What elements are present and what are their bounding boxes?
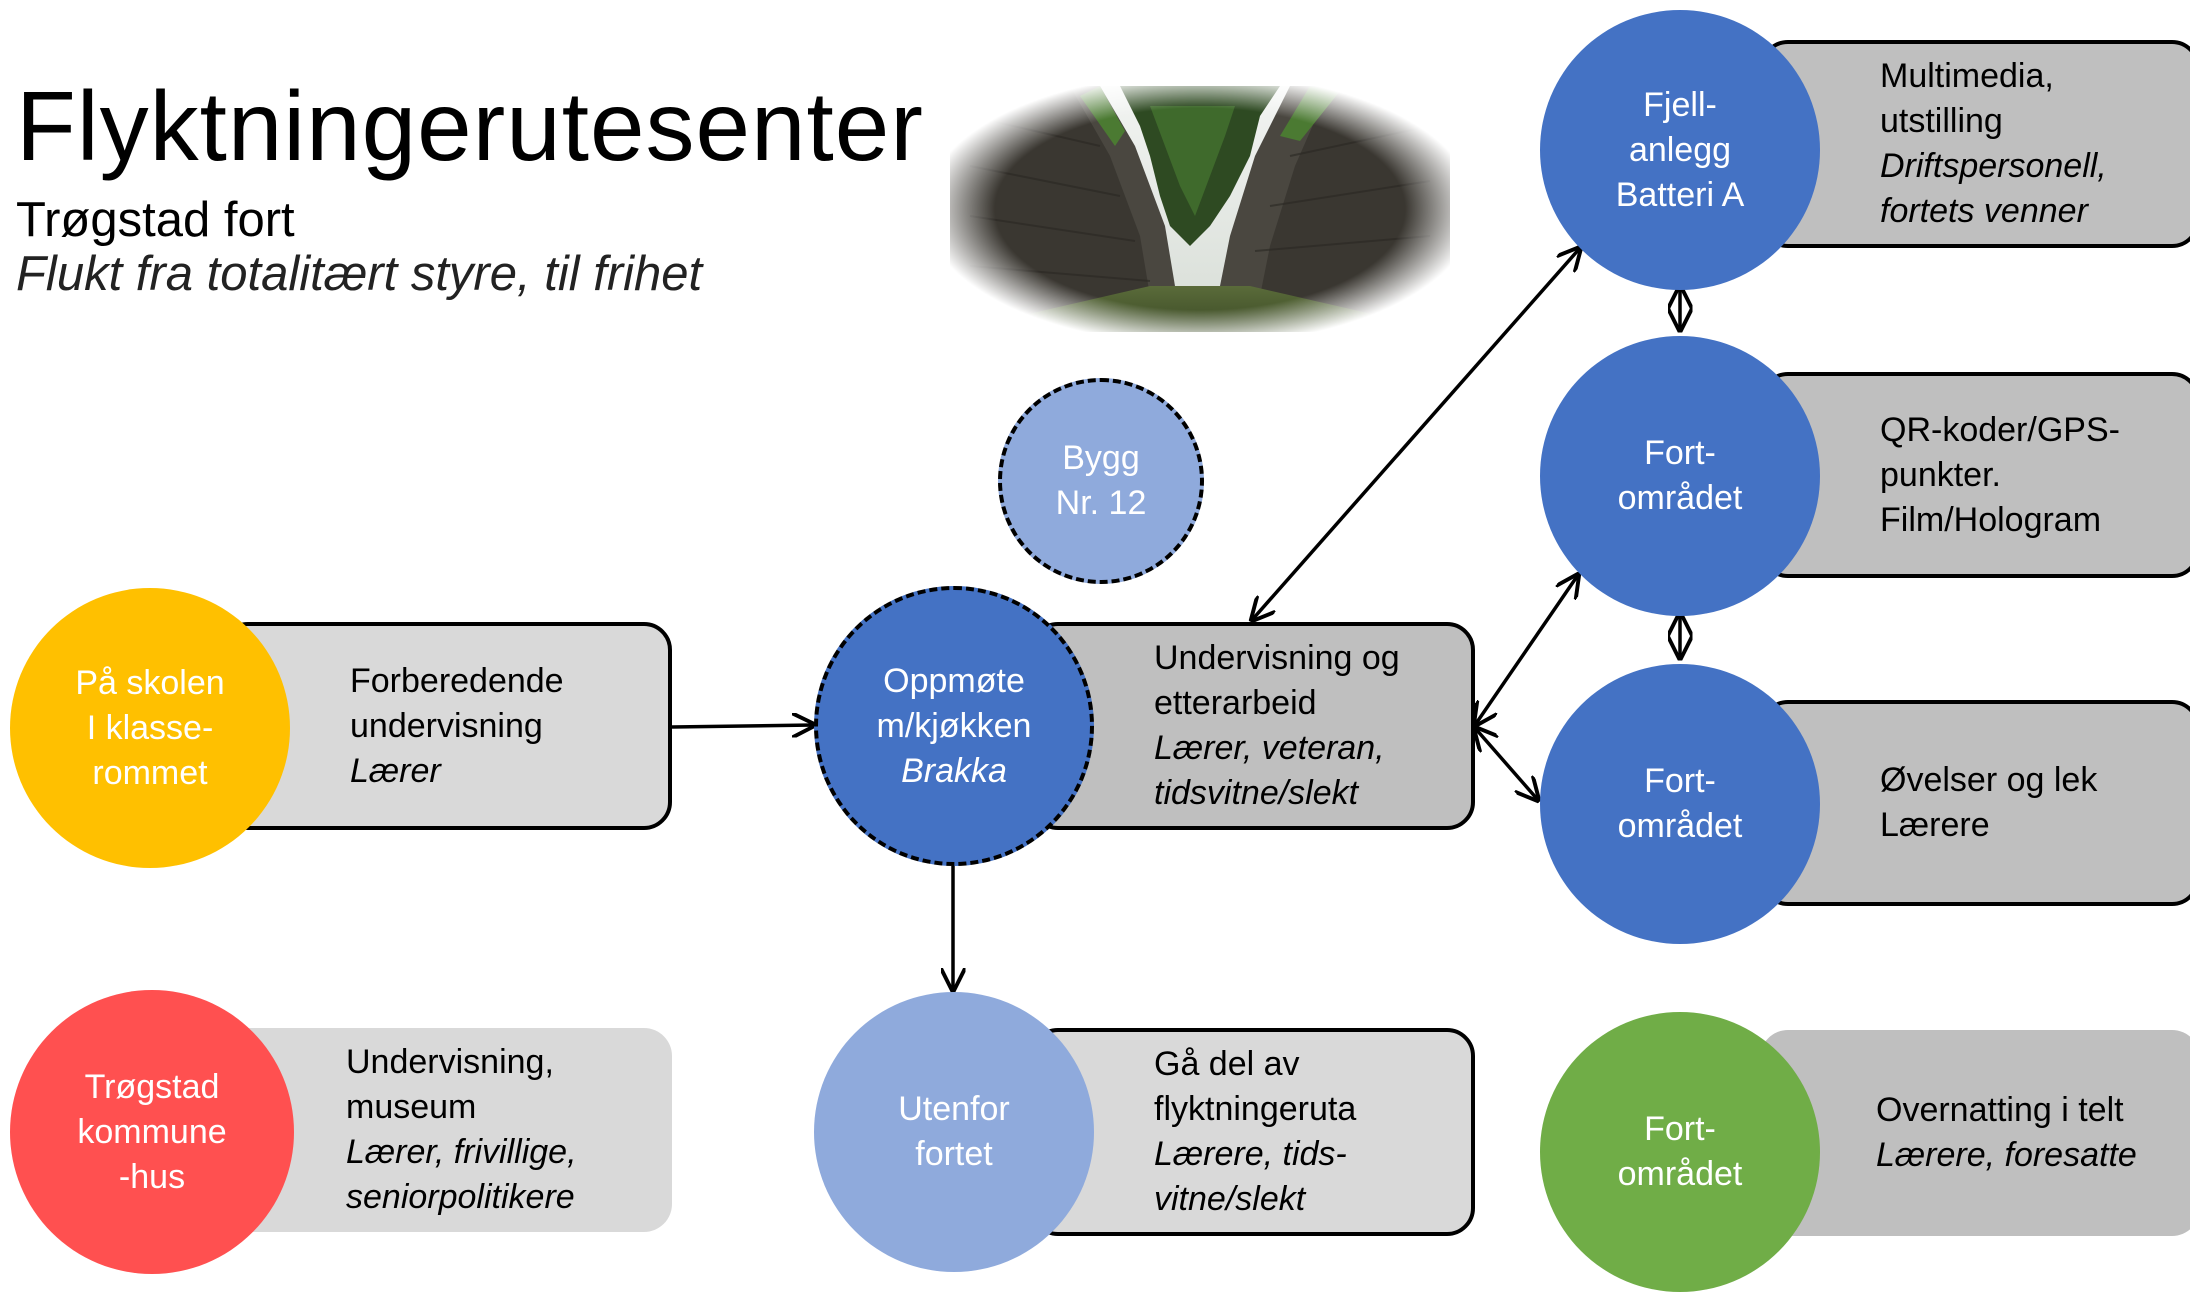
circle-text: Bygg xyxy=(1062,439,1140,477)
box-text: undervisning xyxy=(350,706,543,745)
circle-text: Batteri A xyxy=(1615,175,1745,214)
box-multimedia: Multimedia, utstilling Driftspersonell, … xyxy=(1760,40,2190,248)
box-kommunehus: Undervisning, museum Lærer, frivillige, … xyxy=(220,1028,672,1232)
circle-text: anlegg xyxy=(1628,130,1732,169)
circle-text: kommune xyxy=(77,1112,227,1151)
box-text: etterarbeid xyxy=(1154,684,1317,722)
arrow-oppmote-fort1 xyxy=(1475,575,1578,725)
circle-text: området xyxy=(1617,1155,1743,1193)
circle-text: området xyxy=(1617,807,1743,845)
box-text: Overnatting i telt xyxy=(1876,1091,2124,1129)
box-ovelser-og-lek: Øvelser og lek Lærere xyxy=(1760,700,2190,906)
box-text: Undervisning og xyxy=(1154,639,1400,677)
box-text: museum xyxy=(346,1088,477,1126)
circle-text: Nr. 12 xyxy=(1055,484,1147,522)
circle-text-italic: Brakka xyxy=(901,751,1007,790)
circle-fjellanlegg: Fjell- anlegg Batteri A xyxy=(1540,10,1820,290)
circle-text: Fjell- xyxy=(1643,85,1717,124)
box-undervisning-etterarbeid: Undervisning og etterarbeid Lærer, veter… xyxy=(1030,622,1475,830)
box-text: QR-koder/GPS- xyxy=(1880,410,2120,449)
circle-text: Utenfor xyxy=(898,1090,1010,1128)
circle-text: -hus xyxy=(118,1157,186,1196)
arrow-skolen-to-oppmote xyxy=(671,725,814,727)
box-text: flyktningeruta xyxy=(1154,1090,1357,1128)
box-text: Undervisning, xyxy=(346,1043,554,1081)
box-text-italic: Lærere, tids- xyxy=(1154,1135,1347,1173)
box-text-italic: vitne/slekt xyxy=(1154,1180,1306,1218)
box-text: utstilling xyxy=(1880,102,2003,140)
circle-text: rommet xyxy=(92,753,208,792)
circle-utenfor-fortet: Utenfor fortet xyxy=(814,992,1094,1272)
box-text: Forberedende xyxy=(350,661,564,700)
circle-pa-skolen: På skolen I klasse- rommet xyxy=(10,588,290,868)
box-qr-koder: QR-koder/GPS- punkter. Film/Hologram xyxy=(1760,372,2190,578)
box-text-italic: Driftspersonell, xyxy=(1880,147,2107,185)
circle-kommunehus: Trøgstad kommune -hus xyxy=(10,990,294,1274)
circle-text: Fort- xyxy=(1644,434,1716,472)
circle-text: Trøgstad xyxy=(84,1067,220,1106)
box-text: Film/Hologram xyxy=(1880,500,2102,539)
circle-text: Fort- xyxy=(1644,1110,1716,1148)
circle-text: Oppmøte xyxy=(883,661,1025,700)
box-text: Øvelser og lek xyxy=(1880,761,2098,799)
box-text: Lærere xyxy=(1880,806,1990,844)
box-text: punkter. xyxy=(1880,455,2001,494)
circle-fortomradet-2: Fort- området xyxy=(1540,664,1820,944)
box-text-italic: fortets venner xyxy=(1880,192,2088,230)
box-text-italic: Lærer xyxy=(350,751,441,790)
box-text-italic: seniorpolitikere xyxy=(346,1178,575,1216)
arrow-oppmote-fort2 xyxy=(1475,728,1538,800)
circle-text: området xyxy=(1617,479,1743,517)
page-title: Flyktningerutesenter xyxy=(16,71,924,181)
circle-oppmote: Oppmøte m/kjøkken Brakka xyxy=(814,586,1094,866)
box-text-italic: tidsvitne/slekt xyxy=(1154,774,1359,812)
box-overnatting: Overnatting i telt Lærere, foresatte xyxy=(1760,1030,2190,1236)
box-text: Gå del av xyxy=(1154,1045,1300,1083)
box-text-italic: Lærer, veteran, xyxy=(1154,729,1385,767)
box-text-italic: Lærere, foresatte xyxy=(1876,1136,2137,1174)
page-subtitle: Trøgstad fort xyxy=(16,193,295,247)
arrow-oppmote-fjellanlegg xyxy=(1252,248,1580,620)
box-text: Multimedia, xyxy=(1880,57,2054,95)
circle-text: fortet xyxy=(915,1135,993,1173)
box-ga-del-av-flyktningeruta: Gå del av flyktningeruta Lærere, tids- v… xyxy=(1030,1028,1475,1236)
circle-text: Fort- xyxy=(1644,762,1716,800)
connector-arrows xyxy=(671,0,2190,1266)
box-forberedende: Forberedende undervisning Lærer xyxy=(220,622,672,830)
fort-passage-photo xyxy=(950,86,1450,332)
circle-text: På skolen xyxy=(75,663,225,702)
circle-bygg-nr-12: Bygg Nr. 12 xyxy=(998,378,1204,584)
box-text-italic: Lærer, frivillige, xyxy=(346,1133,577,1171)
circle-text: m/kjøkken xyxy=(876,706,1032,745)
circle-fortomradet-3: Fort- området xyxy=(1540,1012,1820,1292)
page-tagline: Flukt fra totalitært styre, til frihet xyxy=(16,247,703,301)
circle-fortomradet-1: Fort- området xyxy=(1540,336,1820,616)
circle-text: I klasse- xyxy=(86,708,214,747)
